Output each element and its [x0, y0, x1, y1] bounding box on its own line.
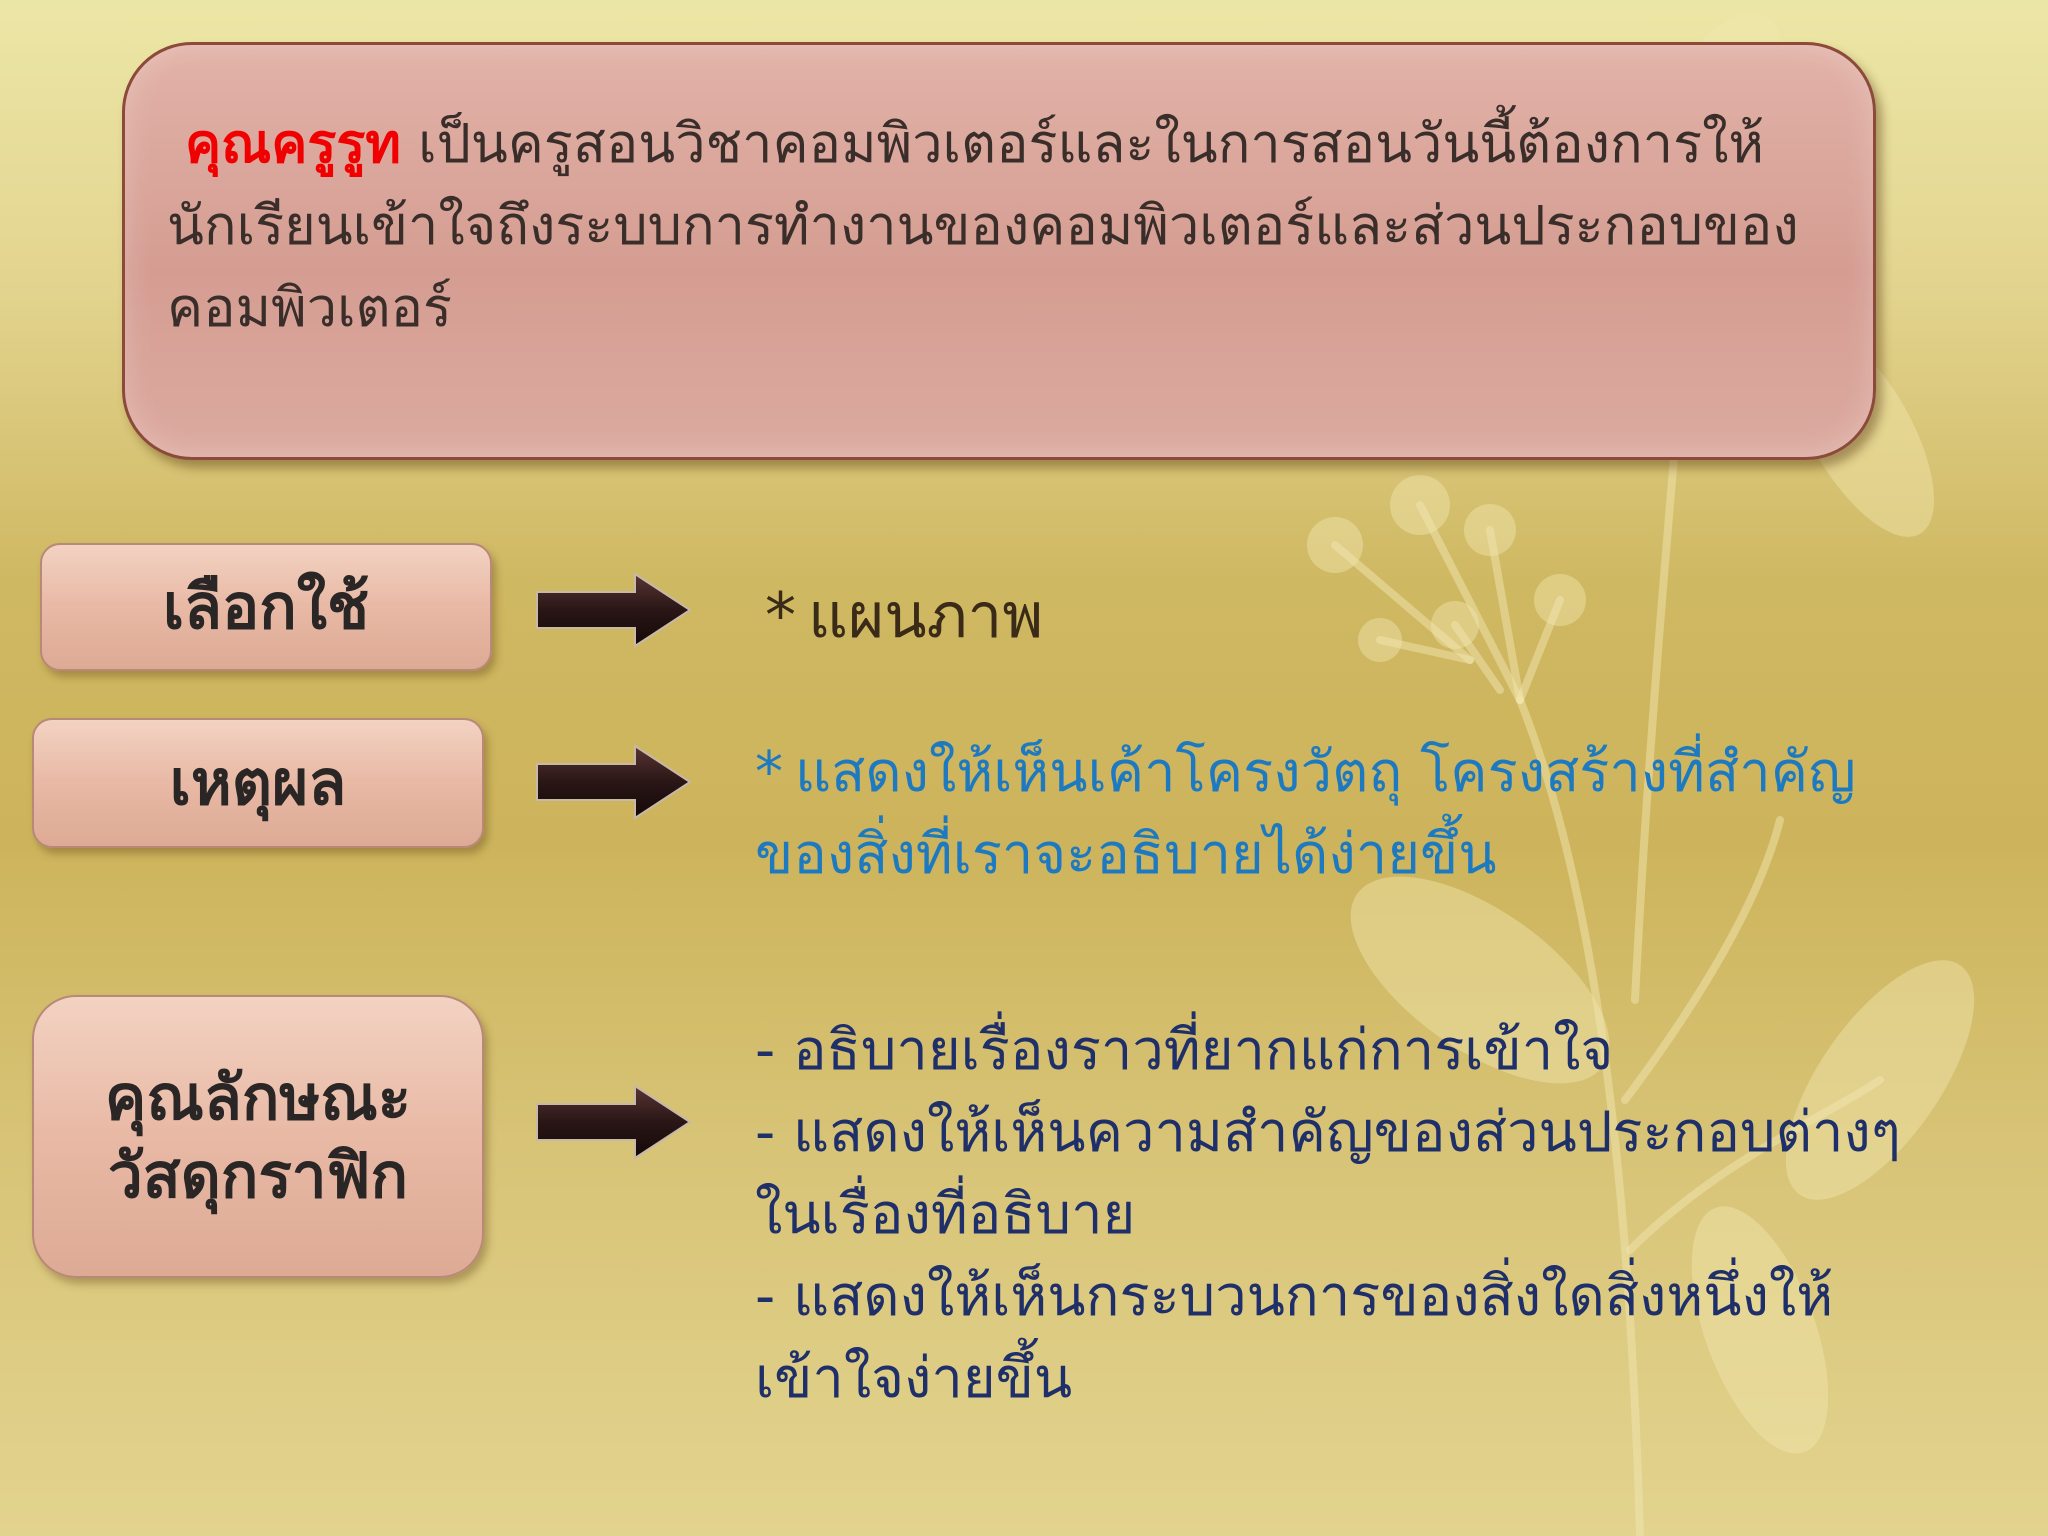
properties-list: - อธิบายเรื่องราวที่ยากแก่การเข้าใจ - แส… [755, 1010, 1935, 1420]
arrow-right-icon [536, 1084, 692, 1160]
scenario-text: คุณครูรูท เป็นครูสอนวิชาคอมพิวเตอร์และใน… [167, 103, 1813, 349]
label-choose: เลือกใช้ [40, 543, 492, 671]
list-item: - แสดงให้เห็นกระบวนการของสิ่งใดสิ่งหนึ่ง… [755, 1264, 1834, 1411]
teacher-name: คุณครูรูท [185, 112, 401, 175]
label-properties: คุณลักษณะ วัสดุกราฟิก [32, 995, 484, 1278]
arrow-right-icon [536, 572, 692, 648]
reason-description: แสดงให้เห็นเค้าโครงวัตถุ โครงสร้างที่สำค… [755, 740, 1856, 887]
label-properties-line1: คุณลักษณะ [104, 1060, 412, 1134]
label-properties-line2: วัสดุกราฟิก [107, 1138, 408, 1212]
label-reason: เหตุผล [32, 718, 484, 848]
reason-text: *แสดงให้เห็นเค้าโครงวัตถุ โครงสร้างที่สำ… [755, 732, 1925, 896]
list-item: - แสดงให้เห็นความสำคัญของส่วนประกอบต่างๆ… [755, 1100, 1901, 1247]
label-reason-text: เหตุผล [169, 746, 347, 819]
bullet-star: * [765, 579, 796, 652]
arrow-right-icon [536, 744, 692, 820]
list-item: - อธิบายเรื่องราวที่ยากแก่การเข้าใจ [755, 1018, 1614, 1083]
bullet-star: * [755, 740, 783, 805]
label-choose-text: เลือกใช้ [162, 570, 370, 643]
scenario-description: เป็นครูสอนวิชาคอมพิวเตอร์และในการสอนวันน… [167, 112, 1799, 339]
scenario-box: คุณครูรูท เป็นครูสอนวิชาคอมพิวเตอร์และใน… [122, 42, 1876, 460]
media-choice: *แผนภาพ [765, 575, 1043, 657]
media-choice-text: แผนภาพ [808, 579, 1044, 652]
